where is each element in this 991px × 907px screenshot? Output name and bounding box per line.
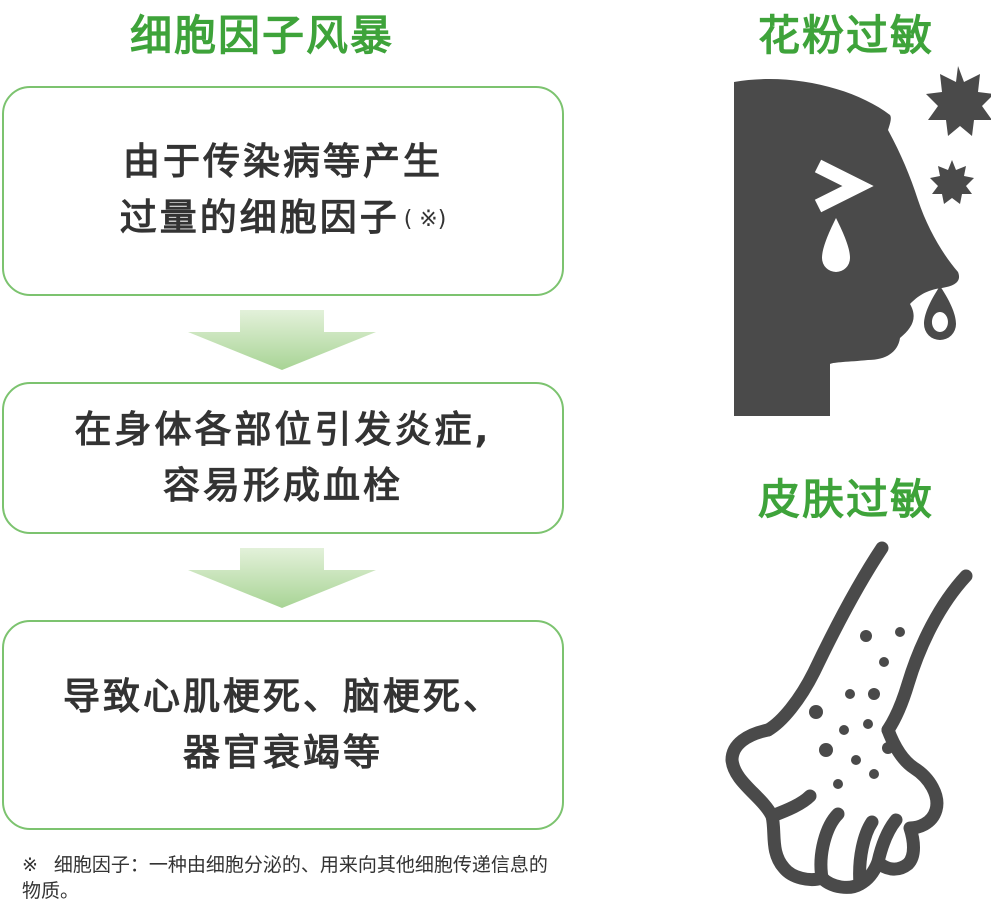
rash-hand-icon <box>725 541 973 894</box>
step-1-line-2: 过量的细胞因子 <box>119 196 400 239</box>
sneezing-face-icon <box>734 66 991 416</box>
tear-drop-icon <box>822 218 850 272</box>
step-1-line-2-wrap: 过量的细胞因子( ※) <box>120 190 447 248</box>
down-arrow-icon <box>188 310 376 370</box>
note-reference-mark: ( ※) <box>403 207 447 232</box>
pollen-icon <box>926 66 991 204</box>
pollen-allergy-title: 花粉过敏 <box>758 11 935 60</box>
step-1-line-1: 由于传染病等产生 <box>123 140 443 183</box>
down-arrow-icon <box>188 548 376 608</box>
skin-allergy-title: 皮肤过敏 <box>758 475 935 524</box>
footnote-mark: ※ <box>22 854 38 876</box>
step-box-1: 由于传染病等产生 过量的细胞因子( ※) <box>2 86 564 296</box>
step-box-3: 导致心肌梗死、脑梗死、 器官衰竭等 <box>2 620 564 830</box>
step-2-line-1: 在身体各部位引发炎症, <box>74 408 492 451</box>
cytokine-storm-title: 细胞因子风暴 <box>130 11 395 60</box>
footnote-text: 细胞因子：一种由细胞分泌的、用来向其他细胞传递信息的物质。 <box>22 854 548 902</box>
step-box-2: 在身体各部位引发炎症, 容易形成血栓 <box>2 382 564 534</box>
step-2-line-2: 容易形成血栓 <box>163 464 403 507</box>
step-3-line-1: 导致心肌梗死、脑梗死、 <box>63 675 503 718</box>
footnote: ※细胞因子：一种由细胞分泌的、用来向其他细胞传递信息的物质。 <box>22 852 562 904</box>
nose-drip-icon <box>924 286 956 340</box>
step-3-line-2: 器官衰竭等 <box>183 731 383 774</box>
